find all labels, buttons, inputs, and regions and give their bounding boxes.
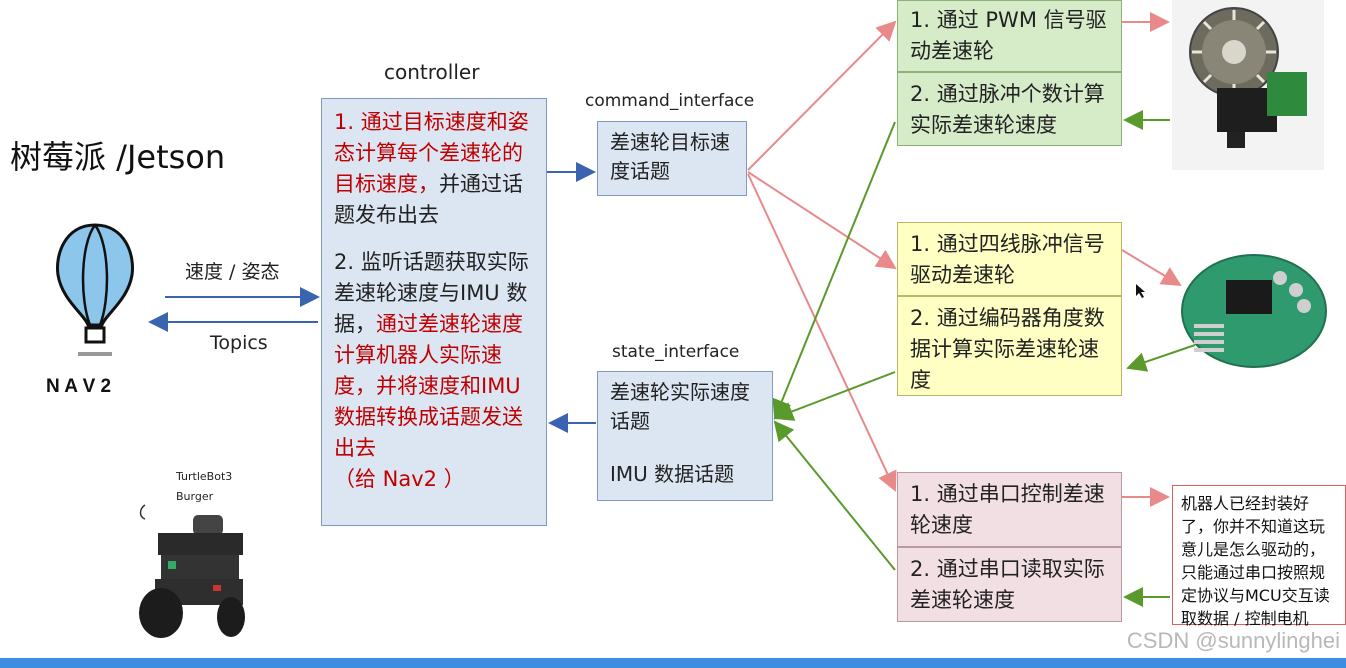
state-interface-box: 差速轮实际速度话题 IMU 数据话题	[597, 371, 773, 501]
arrow-green-to-state	[772, 121, 896, 420]
encoder-disk-icon	[1189, 7, 1307, 148]
arrow-command-to-green	[747, 20, 897, 171]
arrow-command-to-yellow	[747, 171, 897, 270]
arrow-label-topics: Topics	[210, 332, 268, 354]
bottom-bar	[0, 658, 1346, 668]
state-interface-text2: IMU 数据话题	[610, 462, 735, 486]
arrow-yellow-to-state	[773, 371, 896, 421]
command-interface-box: 差速轮目标速度话题	[597, 121, 747, 196]
arrow-label-speed-pose: 速度 / 姿态	[185, 261, 280, 283]
encoder-wheel-photo	[1172, 0, 1324, 170]
turtlebot-robot-image	[139, 504, 245, 638]
serial-read-box: 2. 通过串口读取实际差速轮速度	[897, 547, 1122, 622]
command-interface-title: command_interface	[585, 91, 755, 111]
pwm-drive-text: 1. 通过 PWM 信号驱动差速轮	[910, 8, 1107, 63]
pulse-count-box: 2. 通过脉冲个数计算实际差速轮速度	[897, 72, 1122, 146]
serial-note-text: 机器人已经封装好了，你并不知道这玩意儿是怎么驱动的，只能通过串口按照规定协议与M…	[1181, 494, 1330, 628]
arrow-pink-to-state	[773, 420, 896, 571]
encoder-speed-text: 2. 通过编码器角度数据计算实际差速轮速度	[910, 306, 1105, 392]
turtlebot-caption-2: Burger	[176, 490, 214, 503]
command-interface-text: 差速轮目标速度话题	[610, 130, 730, 183]
magnetic-encoder-board-photo	[1181, 254, 1327, 368]
nav2-label: N A V 2	[46, 376, 112, 397]
four-wire-drive-text: 1. 通过四线脉冲信号驱动差速轮	[910, 232, 1105, 287]
arrow-yellow-to-encoder	[1121, 249, 1182, 287]
arrow-command-to-pink	[747, 173, 897, 492]
serial-control-box: 1. 通过串口控制差速轮速度	[897, 472, 1122, 547]
controller-p2-red: 通过差速轮速度计算机器人实际速度，并将速度和IMU 数据转换成话题发送出去	[334, 312, 523, 460]
controller-p2-tail: （给 Nav2 ）	[334, 467, 465, 491]
state-interface-title: state_interface	[612, 342, 740, 362]
pulse-count-text: 2. 通过脉冲个数计算实际差速轮速度	[910, 82, 1105, 137]
four-wire-drive-box: 1. 通过四线脉冲信号驱动差速轮	[897, 222, 1122, 296]
turtlebot-caption-1: TurtleBot3	[176, 470, 233, 483]
serial-control-text: 1. 通过串口控制差速轮速度	[910, 482, 1105, 537]
arrow-encoder-to-yellow	[1126, 344, 1196, 372]
device-title: 树莓派 /Jetson	[10, 138, 226, 176]
controller-box: 1. 通过目标速度和姿态计算每个差速轮的目标速度，并通过话题发布出去 2. 监听…	[321, 98, 547, 526]
state-interface-text1: 差速轮实际速度话题	[610, 380, 750, 433]
hot-air-balloon-icon	[55, 223, 135, 356]
controller-p1-red: 1. 通过目标速度和姿态计算每个差速轮的目标速度，	[334, 110, 529, 196]
controller-p2-black: 2. 监听话题获取实际差速轮速度与IMU 数据，	[334, 250, 529, 336]
controller-p1-black: 并通过话题发布出去	[334, 172, 523, 227]
serial-note: 机器人已经封装好了，你并不知道这玩意儿是怎么驱动的，只能通过串口按照规定协议与M…	[1172, 485, 1346, 628]
serial-read-text: 2. 通过串口读取实际差速轮速度	[910, 557, 1105, 612]
csdn-watermark: CSDN @sunnylinghei	[1126, 628, 1340, 653]
encoder-speed-box: 2. 通过编码器角度数据计算实际差速轮速度	[897, 296, 1122, 396]
mouse-cursor-icon	[1136, 284, 1145, 298]
controller-title: controller	[384, 60, 480, 84]
pwm-drive-box: 1. 通过 PWM 信号驱动差速轮	[897, 0, 1122, 72]
